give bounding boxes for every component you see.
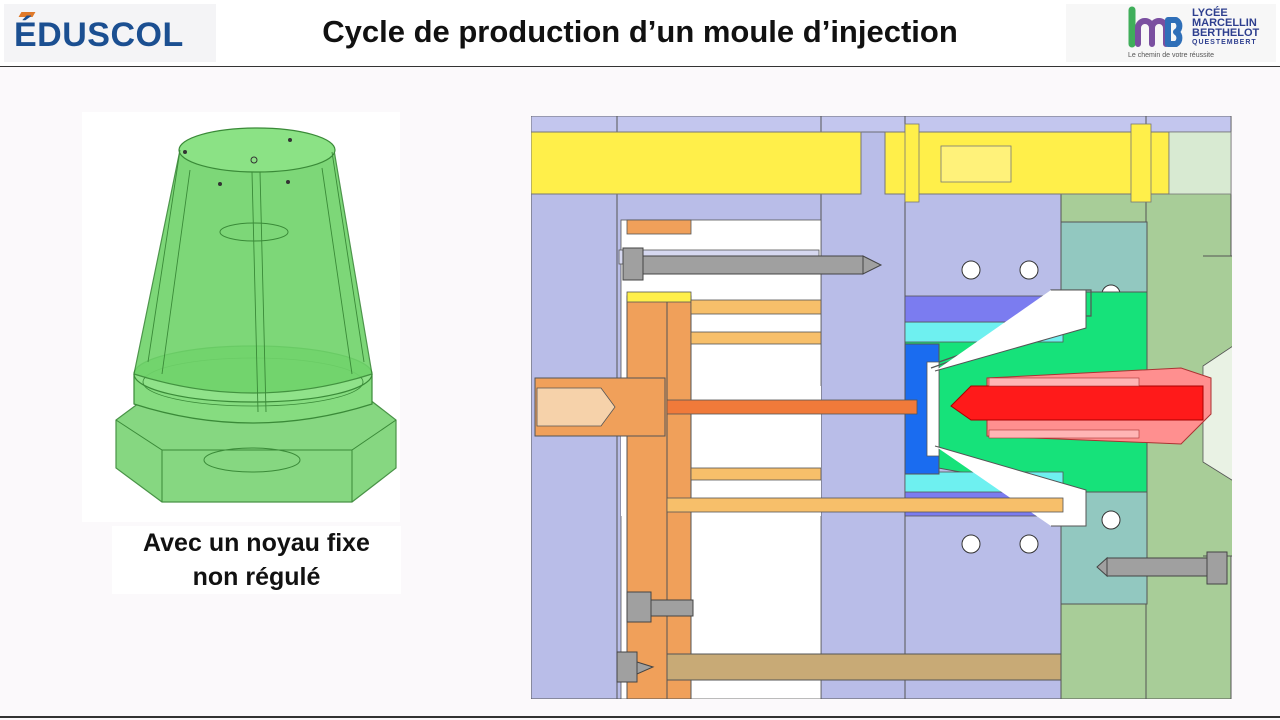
molded-part-illustration xyxy=(115,127,397,503)
page-title: Cycle de production d’un moule d’injecti… xyxy=(322,14,958,49)
header-bar: éduscol Cycle de production d’un moule d… xyxy=(0,0,1280,67)
caption-line-1: Avec un noyau fixe xyxy=(143,529,370,557)
cooling-channel-top xyxy=(530,131,862,195)
lycee-tagline: Le chemin de votre réussite xyxy=(1128,52,1214,59)
lycee-name-line-4: QUESTEMBERT xyxy=(1192,39,1257,46)
lycee-name: LYCÉE MARCELLIN BERTHELOT QUESTEMBERT xyxy=(1192,8,1259,48)
lycee-name-line-3: BERTHELOT xyxy=(1192,27,1260,39)
central-ejector-rod xyxy=(666,399,918,415)
ejector-plate xyxy=(626,295,692,700)
injection-mold-section xyxy=(530,115,1252,704)
return-pin xyxy=(666,653,1062,681)
lycee-name-line-2: MARCELLIN xyxy=(1192,17,1257,29)
cap-screw-top xyxy=(622,247,644,281)
lycee-logo xyxy=(1066,4,1276,62)
mold-cross-section-diagram xyxy=(530,115,1252,700)
ejector-pin xyxy=(666,497,1064,513)
cap-screw-right xyxy=(1106,557,1208,577)
cap-screw-bottom xyxy=(626,591,652,623)
eduscol-wordmark: éduscol xyxy=(14,16,184,54)
lmb-monogram-icon xyxy=(1128,6,1183,48)
footer-rule xyxy=(0,716,1280,718)
part-caption: Avec un noyau fixe non régulé xyxy=(112,526,401,594)
lycee-name-line-1: LYCÉE xyxy=(1192,7,1228,19)
eduscol-logo: éduscol xyxy=(4,4,216,62)
molded-part-view xyxy=(82,112,400,522)
caption-line-2: non régulé xyxy=(192,563,321,591)
